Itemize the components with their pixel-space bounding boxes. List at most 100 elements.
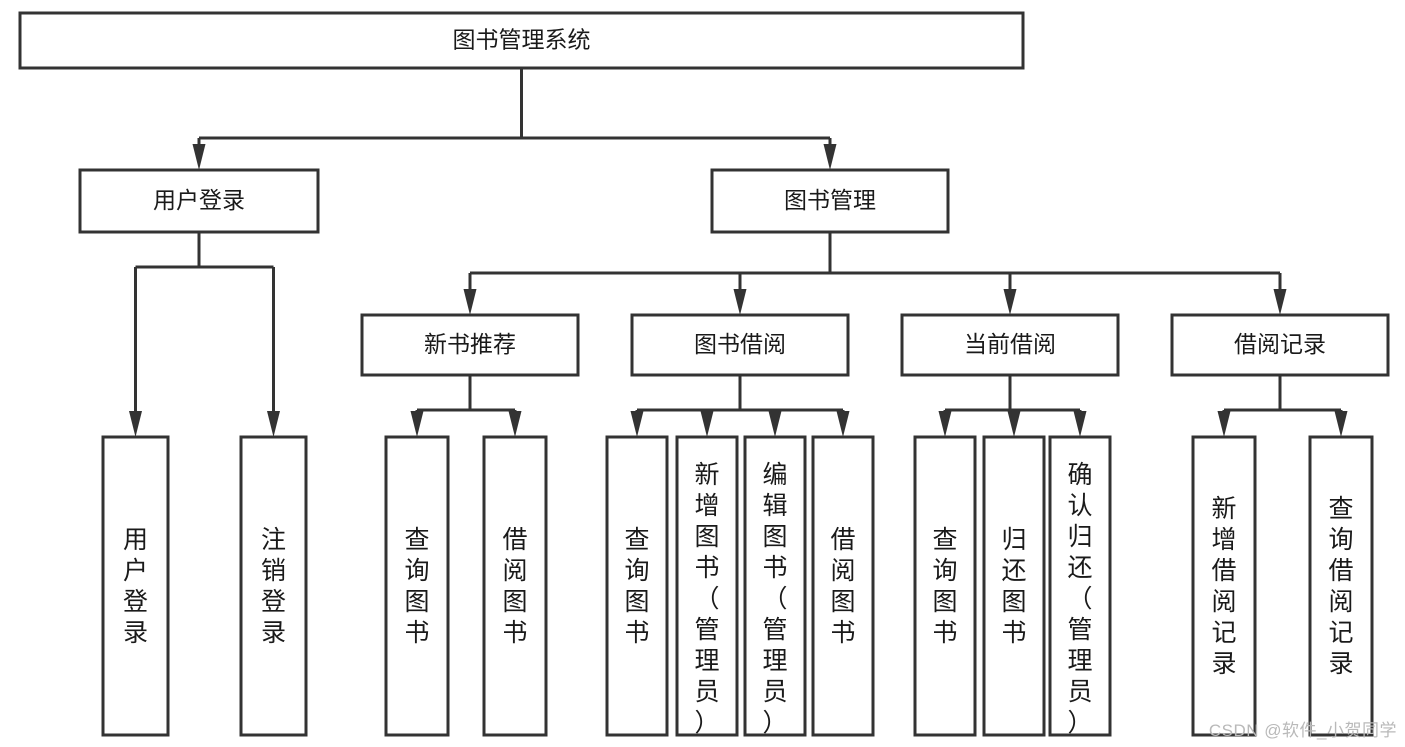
- node-box-leaf-edit-book-admin: [743, 435, 807, 737]
- node-label-char-leaf-add-borrow-record-1: 增: [1211, 526, 1236, 554]
- node-box-new-book-recommend: [360, 313, 580, 377]
- node-label-char-leaf-add-book-admin-4: （: [694, 585, 719, 613]
- node-label-char-leaf-query-book-current-3: 书: [932, 619, 957, 647]
- node-label-char-leaf-query-borrow-record-5: 录: [1328, 650, 1353, 678]
- node-label-char-leaf-add-book-admin-5: 管: [694, 616, 719, 644]
- arrowhead-leaf-return-book: [1007, 411, 1021, 437]
- node-label-char-leaf-confirm-return-admin-7: 员: [1067, 678, 1092, 706]
- node-box-book-borrow: [630, 313, 850, 377]
- node-label-char-leaf-borrow-book-rec-0: 借: [502, 526, 527, 554]
- node-box-leaf-query-book-borrow: [605, 435, 669, 737]
- node-box-user-login: [78, 168, 320, 234]
- node-box-current-borrow: [900, 313, 1120, 377]
- node-label-char-leaf-user-login-0: 用: [123, 526, 148, 554]
- node-label-char-leaf-edit-book-admin-8: ）: [762, 709, 787, 737]
- node-box-book-manage: [710, 168, 950, 234]
- node-label-char-leaf-confirm-return-admin-5: 管: [1067, 616, 1092, 644]
- arrowhead-leaf-borrow-book: [836, 411, 850, 437]
- arrowhead-leaf-borrow-book-rec: [508, 411, 522, 437]
- node-label-char-leaf-edit-book-admin-4: （: [762, 585, 787, 613]
- node-label-char-leaf-edit-book-admin-7: 员: [762, 678, 787, 706]
- node-label-char-leaf-confirm-return-admin-8: ）: [1067, 709, 1092, 737]
- arrowhead-book-manage: [823, 144, 837, 170]
- arrowhead-leaf-add-book-admin: [700, 411, 714, 437]
- node-label-char-leaf-query-borrow-record-3: 阅: [1328, 588, 1353, 616]
- node-user-login: 用户登录: [78, 168, 320, 234]
- node-label-char-leaf-borrow-book-1: 阅: [830, 557, 855, 585]
- node-new-book-recommend: 新书推荐: [360, 313, 580, 377]
- node-label-char-leaf-edit-book-admin-0: 编: [762, 461, 787, 489]
- node-label-char-leaf-query-book-borrow-3: 书: [624, 619, 649, 647]
- node-label-char-leaf-add-book-admin-6: 理: [694, 647, 719, 675]
- arrowhead-leaf-query-book-borrow: [630, 411, 644, 437]
- node-label-char-leaf-add-book-admin-7: 员: [694, 678, 719, 706]
- node-label-new-book-recommend: 新书推荐: [424, 331, 516, 357]
- node-box-leaf-add-borrow-record: [1191, 435, 1257, 737]
- node-label-char-leaf-add-borrow-record-4: 记: [1211, 619, 1236, 647]
- arrowhead-leaf-user-login: [129, 411, 142, 437]
- node-borrow-record: 借阅记录: [1170, 313, 1390, 377]
- node-root: 图书管理系统: [18, 11, 1025, 70]
- node-label-char-leaf-user-logout-1: 销: [261, 557, 286, 585]
- node-label-char-leaf-user-login-1: 户: [123, 557, 148, 585]
- node-label-char-leaf-add-borrow-record-5: 录: [1211, 650, 1236, 678]
- node-label-char-leaf-query-book-borrow-0: 查: [624, 526, 649, 554]
- node-label-char-leaf-query-book-rec-3: 书: [404, 619, 429, 647]
- node-label-char-leaf-query-book-current-2: 图: [932, 588, 957, 616]
- node-label-char-leaf-query-book-current-0: 查: [932, 526, 957, 554]
- node-label-char-leaf-return-book-3: 书: [1001, 619, 1026, 647]
- arrowhead-current-borrow: [1003, 289, 1017, 315]
- arrowhead-leaf-query-book-rec: [410, 411, 424, 437]
- arrowhead-leaf-query-book-current: [938, 411, 952, 437]
- node-label-char-leaf-query-borrow-record-4: 记: [1328, 619, 1353, 647]
- node-label-char-leaf-return-book-2: 图: [1001, 588, 1026, 616]
- node-label-char-leaf-user-logout-2: 登: [261, 588, 286, 616]
- node-label-char-leaf-query-borrow-record-1: 询: [1328, 526, 1353, 554]
- node-label-char-leaf-add-borrow-record-0: 新: [1211, 495, 1236, 523]
- node-box-leaf-borrow-book-rec: [482, 435, 548, 737]
- node-box-leaf-query-borrow-record: [1308, 435, 1374, 737]
- node-label-char-leaf-confirm-return-admin-3: 还: [1067, 554, 1092, 582]
- node-book-manage: 图书管理: [710, 168, 950, 234]
- node-label-book-borrow: 图书借阅: [694, 331, 786, 357]
- arrowhead-leaf-add-borrow-record: [1217, 411, 1231, 437]
- node-box-leaf-user-login: [101, 435, 170, 737]
- arrowhead-borrow-record: [1273, 289, 1287, 315]
- node-label-char-leaf-add-borrow-record-3: 阅: [1211, 588, 1236, 616]
- node-leaf-user-login: 用户登录: [101, 435, 170, 737]
- node-box-borrow-record: [1170, 313, 1390, 377]
- arrowhead-user-login: [192, 144, 206, 170]
- node-label-char-leaf-edit-book-admin-1: 辑: [762, 492, 787, 520]
- node-label-char-leaf-borrow-book-2: 图: [830, 588, 855, 616]
- node-label-char-leaf-borrow-book-rec-1: 阅: [502, 557, 527, 585]
- node-label-borrow-record: 借阅记录: [1234, 331, 1326, 357]
- node-label-char-leaf-borrow-book-0: 借: [830, 526, 855, 554]
- node-label-char-leaf-query-book-current-1: 询: [932, 557, 957, 585]
- node-label-char-leaf-borrow-book-rec-2: 图: [502, 588, 527, 616]
- node-label-char-leaf-confirm-return-admin-1: 认: [1067, 492, 1092, 520]
- node-label-char-leaf-confirm-return-admin-4: （: [1067, 585, 1092, 613]
- node-label-char-leaf-add-borrow-record-2: 借: [1211, 557, 1236, 585]
- node-label-book-manage: 图书管理: [784, 187, 876, 213]
- node-box-leaf-add-book-admin: [675, 435, 739, 737]
- node-label-char-leaf-return-book-0: 归: [1001, 526, 1026, 554]
- arrowhead-leaf-user-logout: [267, 411, 280, 437]
- node-label-char-leaf-confirm-return-admin-0: 确: [1067, 461, 1092, 489]
- node-layer: 图书管理系统用户登录图书管理新书推荐图书借阅当前借阅借阅记录用户登录注销登录查询…: [18, 11, 1390, 737]
- node-box-leaf-borrow-book: [811, 435, 875, 737]
- node-current-borrow: 当前借阅: [900, 313, 1120, 377]
- node-box-leaf-query-book-current: [913, 435, 977, 737]
- arrowhead-leaf-query-borrow-record: [1334, 411, 1348, 437]
- node-label-char-leaf-edit-book-admin-5: 管: [762, 616, 787, 644]
- arrowhead-book-borrow: [733, 289, 747, 315]
- node-box-leaf-query-book-rec: [384, 435, 450, 737]
- node-label-char-leaf-borrow-book-rec-3: 书: [502, 619, 527, 647]
- node-box-leaf-return-book: [982, 435, 1046, 737]
- node-label-char-leaf-return-book-1: 还: [1001, 557, 1026, 585]
- node-label-char-leaf-user-logout-3: 录: [261, 619, 286, 647]
